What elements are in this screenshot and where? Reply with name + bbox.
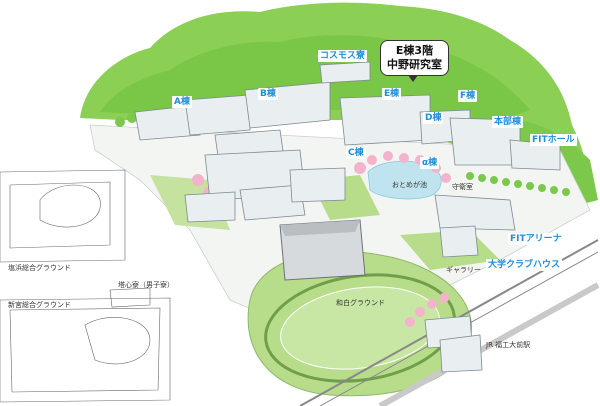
label-otome-pond: おとめが池	[392, 181, 427, 189]
label-c-building[interactable]: C棟	[346, 147, 366, 159]
label-jr-station: JR 福工大前駅	[486, 341, 531, 349]
label-d-building[interactable]: D棟	[423, 112, 444, 124]
label-gallery: ギャラリー	[446, 266, 481, 274]
label-e-building[interactable]: E棟	[382, 88, 402, 100]
otome-pond	[367, 160, 442, 200]
label-e3-nakano-lab[interactable]: E棟3階 中野研究室	[380, 40, 449, 82]
field-inner	[280, 286, 440, 370]
main-block-roof	[280, 220, 360, 236]
label-shiohama-ground: 塩浜総合グラウンド	[8, 264, 71, 272]
label-honbu-building[interactable]: 本部棟	[492, 116, 524, 128]
label-b-building[interactable]: B棟	[258, 88, 278, 100]
label-e3-line2: 中野研究室	[387, 58, 442, 71]
buildings	[134, 61, 561, 373]
label-guard-room: 守衛室	[452, 183, 473, 191]
label-shingu-ground: 新宮総合グラウンド	[8, 301, 71, 309]
label-joshin-dorm: 塔心寮（男子寮）	[118, 281, 174, 289]
label-club-house[interactable]: 大学クラブハウス	[486, 259, 563, 271]
label-fit-arena[interactable]: FITアリーナ	[508, 233, 564, 245]
inset-maps	[0, 169, 171, 403]
label-e3-line1: E棟3階	[395, 44, 434, 57]
road	[378, 282, 600, 406]
label-wajiro-ground: 和白グラウンド	[336, 299, 385, 307]
label-alpha-building[interactable]: α棟	[420, 157, 440, 169]
label-f-building[interactable]: F棟	[458, 90, 478, 102]
label-cosmos-dorm[interactable]: コスモス寮	[318, 50, 368, 62]
label-a-building[interactable]: A棟	[172, 96, 192, 108]
label-fit-hall[interactable]: FITホール	[530, 134, 577, 146]
